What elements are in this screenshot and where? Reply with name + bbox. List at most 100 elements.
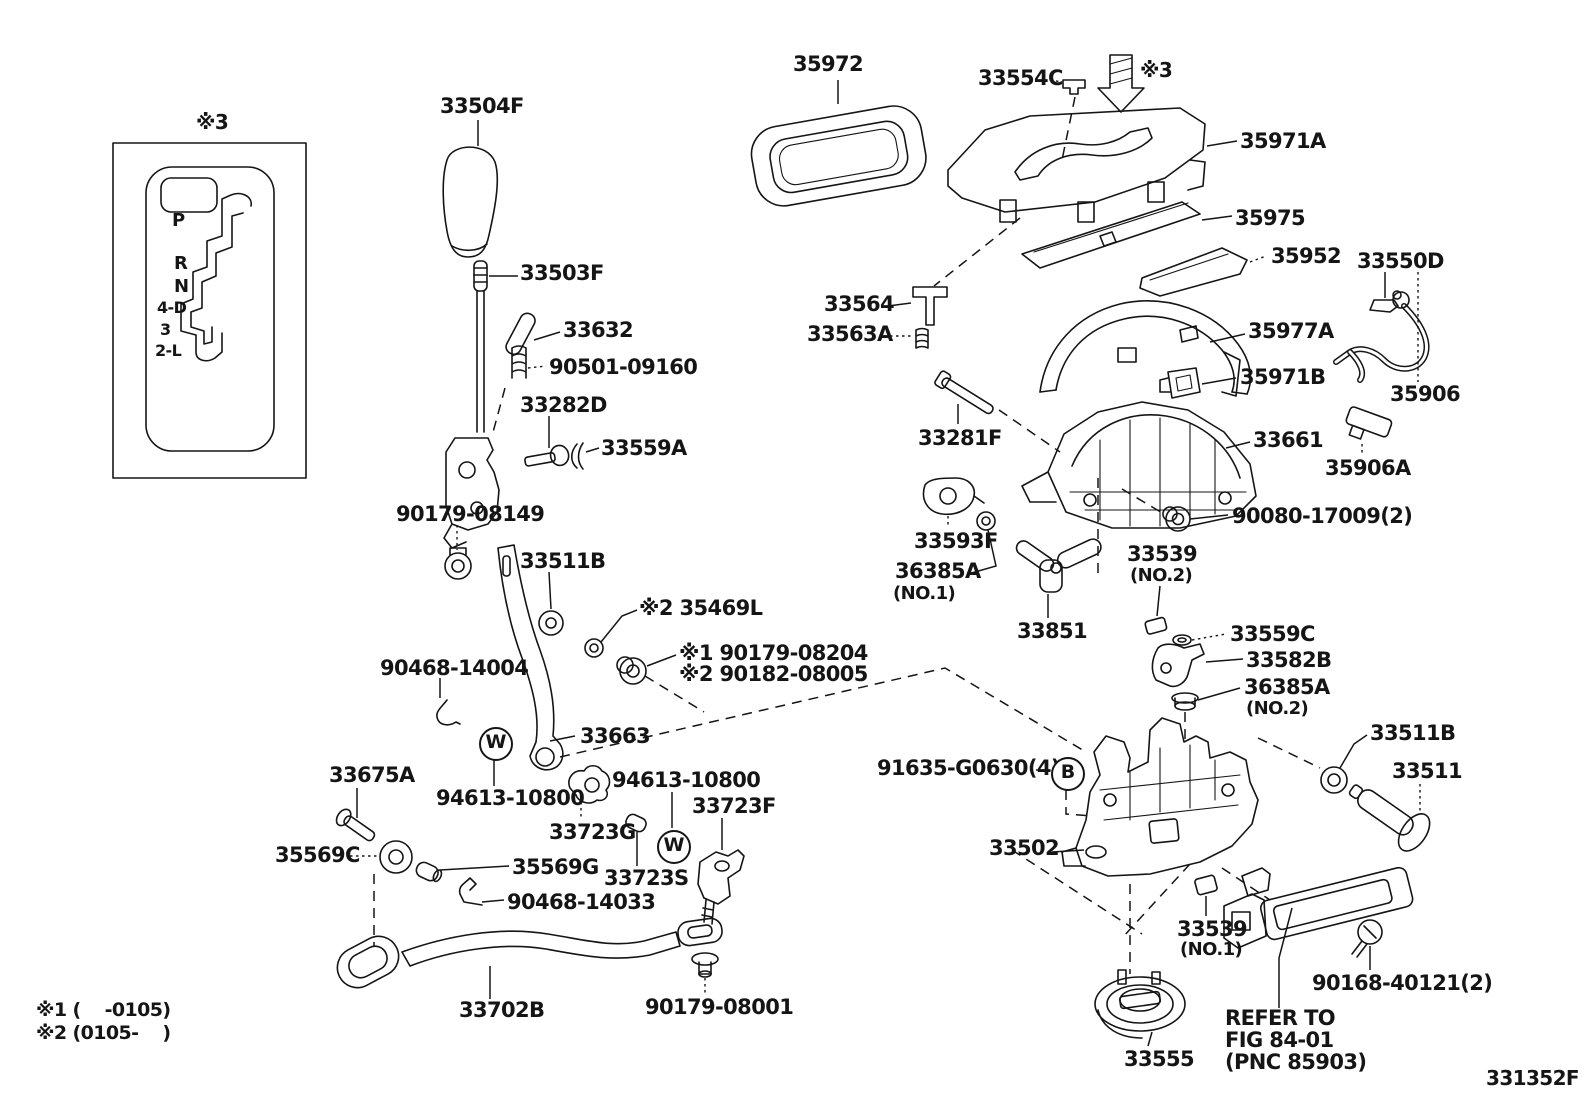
label-33555: 33555 bbox=[1124, 1047, 1195, 1071]
note-3-box: ※3 bbox=[196, 110, 229, 134]
cam-33593F bbox=[922, 477, 985, 516]
label-33851: 33851 bbox=[1017, 619, 1088, 643]
label-33663: 33663 bbox=[580, 724, 651, 748]
label-33723G: 33723G bbox=[549, 820, 636, 844]
label-33539-no1-sub: (NO.1) bbox=[1180, 939, 1243, 960]
clip-33564 bbox=[912, 286, 948, 326]
lever-33582B bbox=[1151, 643, 1205, 688]
grommet-35569C bbox=[379, 840, 413, 874]
clamp-35906A bbox=[1345, 406, 1393, 440]
label-35971A: 35971A bbox=[1240, 129, 1326, 153]
label-33563A: 33563A bbox=[807, 322, 893, 346]
label-36385A-no2-sub: (NO.2) bbox=[1246, 698, 1309, 719]
bezel-35972 bbox=[750, 105, 927, 207]
label-90168-40121: 90168-40121(2) bbox=[1312, 971, 1493, 995]
bracket-33723F bbox=[697, 849, 745, 925]
label-90182-08005: ※2 90182-08005 bbox=[679, 662, 868, 686]
slide-plate-35952 bbox=[1139, 247, 1248, 297]
washer-symbol-w-left: W bbox=[479, 727, 513, 761]
label-94613-10800-left: 94613-10800 bbox=[436, 786, 585, 810]
gear-4d: 4-D bbox=[157, 298, 187, 317]
label-35569G: 35569G bbox=[512, 855, 599, 879]
label-90468-14033: 90468-14033 bbox=[507, 890, 656, 914]
gear-3: 3 bbox=[160, 320, 171, 339]
label-35469L: ※2 35469L bbox=[639, 596, 763, 620]
base-bracket-33502 bbox=[1061, 717, 1259, 877]
label-33550D: 33550D bbox=[1357, 249, 1445, 273]
bolt-33675A bbox=[335, 808, 376, 842]
retainer-33555 bbox=[1094, 969, 1186, 1039]
pin-33511 bbox=[1348, 784, 1431, 852]
label-33564: 33564 bbox=[824, 292, 895, 316]
label-33511: 33511 bbox=[1392, 759, 1463, 783]
label-33559A: 33559A bbox=[601, 436, 687, 460]
label-91635-G0630: 91635-G0630(4) bbox=[877, 756, 1060, 780]
ring-33559C bbox=[1172, 634, 1192, 646]
label-33723F: 33723F bbox=[692, 794, 776, 818]
label-90080-17009: 90080-17009(2) bbox=[1232, 504, 1413, 528]
label-35569C: 35569C bbox=[275, 843, 360, 867]
gear-2l: 2-L bbox=[155, 341, 182, 360]
grommet-90179-08149 bbox=[444, 547, 472, 580]
label-33281F: 33281F bbox=[918, 426, 1002, 450]
shift-lock-unit bbox=[1223, 866, 1414, 949]
label-33502: 33502 bbox=[989, 836, 1060, 860]
washer-33511B-right bbox=[1320, 766, 1348, 794]
assembly-dashed-lines bbox=[373, 96, 1321, 974]
indicator-housing-35971A bbox=[947, 107, 1206, 223]
clip-33554C bbox=[1062, 79, 1086, 95]
nut-90179-90182 bbox=[616, 656, 647, 685]
spring-90501 bbox=[511, 345, 527, 379]
label-35972: 35972 bbox=[793, 52, 864, 76]
screw-90168-40121 bbox=[1351, 919, 1383, 958]
label-33661: 33661 bbox=[1253, 428, 1324, 452]
cable-35906 bbox=[1333, 290, 1430, 383]
label-35952: 35952 bbox=[1271, 244, 1342, 268]
washer-symbol-w-right: W bbox=[657, 830, 691, 864]
ring-36385A-no1 bbox=[976, 511, 996, 531]
shift-knob bbox=[442, 146, 499, 258]
label-refer-line3: (PNC 85903) bbox=[1225, 1050, 1367, 1074]
label-33582B: 33582B bbox=[1246, 648, 1332, 672]
gear-r: R bbox=[174, 253, 188, 274]
label-33593F: 33593F bbox=[914, 529, 998, 553]
label-refer-line2: FIG 84-01 bbox=[1225, 1028, 1334, 1052]
note-3-arrow: ※3 bbox=[1140, 58, 1173, 82]
label-refer-line1: REFER TO bbox=[1225, 1006, 1336, 1030]
shift-lever-shaft bbox=[443, 260, 500, 549]
label-33632: 33632 bbox=[563, 318, 634, 342]
housing-33661 bbox=[1021, 401, 1257, 529]
slide-plate-35975 bbox=[1021, 201, 1201, 269]
label-90179-08204: ※1 90179-08204 bbox=[679, 641, 868, 665]
diagram-code: 331352F bbox=[1486, 1066, 1580, 1090]
install-arrow bbox=[1097, 54, 1145, 113]
footnote-1: ※1 ( -0105) bbox=[36, 999, 171, 1021]
shift-pattern-inset bbox=[112, 142, 307, 479]
bushing-33723S bbox=[625, 813, 647, 833]
label-33554C: 33554C bbox=[978, 66, 1063, 90]
pin-33281F bbox=[934, 370, 994, 415]
bracket-35971B bbox=[1159, 367, 1201, 399]
washer-33511B-left bbox=[538, 610, 564, 636]
position-indicator-hood-35977A bbox=[1039, 300, 1252, 397]
grommet-36385A-no2 bbox=[1171, 692, 1199, 711]
label-35977A: 35977A bbox=[1248, 319, 1334, 343]
label-33282D: 33282D bbox=[520, 393, 608, 417]
label-90179-08001: 90179-08001 bbox=[645, 995, 794, 1019]
lever-arm-33663 bbox=[497, 544, 564, 771]
label-33504F: 33504F bbox=[440, 94, 524, 118]
label-33503F: 33503F bbox=[520, 261, 604, 285]
hook-90468-14033 bbox=[458, 877, 483, 906]
label-33511B-left: 33511B bbox=[520, 549, 606, 573]
label-33675A: 33675A bbox=[329, 763, 415, 787]
yoke-33851 bbox=[1015, 538, 1102, 593]
bolt-33282D bbox=[524, 444, 570, 467]
label-90501-09160: 90501-09160 bbox=[549, 355, 698, 379]
clip-33539-no1 bbox=[1194, 874, 1218, 896]
label-33702B: 33702B bbox=[459, 998, 545, 1022]
label-90468-14004: 90468-14004 bbox=[380, 656, 529, 680]
rivet-90179-08001 bbox=[691, 952, 719, 978]
